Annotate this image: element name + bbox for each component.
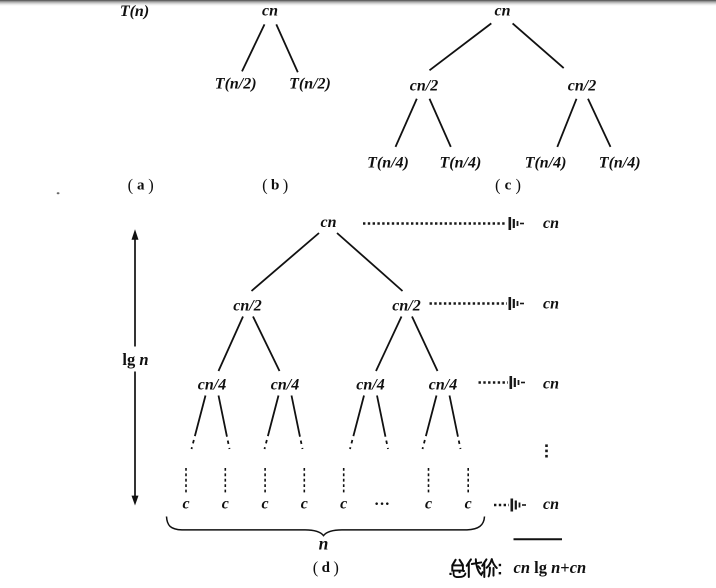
svg-text:c: c <box>425 496 432 513</box>
svg-text:c: c <box>505 178 512 194</box>
svg-text:cn: cn <box>543 376 559 393</box>
svg-text:cn/2: cn/2 <box>410 78 438 95</box>
svg-text:cn: cn <box>543 496 559 513</box>
svg-text:T(n/4): T(n/4) <box>525 155 567 172</box>
svg-text:T(n/4): T(n/4) <box>367 155 409 172</box>
svg-text:cn/2: cn/2 <box>568 78 596 95</box>
svg-text:cn/2: cn/2 <box>392 298 420 315</box>
svg-text:(: ( <box>128 176 134 195</box>
svg-text:cn/4: cn/4 <box>356 377 384 394</box>
svg-text:n: n <box>319 534 329 554</box>
svg-text:c: c <box>182 496 189 513</box>
svg-text:): ) <box>516 176 522 195</box>
svg-text:c: c <box>301 496 308 513</box>
svg-text:a: a <box>137 178 145 194</box>
svg-text:cn lg n+cn: cn lg n+cn <box>514 558 587 577</box>
svg-text:cn/4: cn/4 <box>198 377 226 394</box>
svg-text:): ) <box>333 558 339 577</box>
svg-text:(: ( <box>262 176 268 195</box>
svg-text:T(n/2): T(n/2) <box>289 76 331 93</box>
svg-text:): ) <box>283 176 289 195</box>
svg-text:T(n/4): T(n/4) <box>440 155 482 172</box>
svg-text:lg n: lg n <box>122 350 148 369</box>
svg-text:cn: cn <box>543 215 559 232</box>
svg-text:c: c <box>262 496 269 513</box>
svg-text:d: d <box>322 560 331 576</box>
svg-text:(: ( <box>495 176 501 195</box>
svg-text:T(n/4): T(n/4) <box>599 155 641 172</box>
svg-text:c: c <box>222 496 229 513</box>
svg-text:cn: cn <box>543 296 559 313</box>
svg-text:b: b <box>271 178 279 194</box>
svg-text:): ) <box>148 176 154 195</box>
svg-text:cn/4: cn/4 <box>429 377 457 394</box>
svg-text:cn/2: cn/2 <box>233 298 261 315</box>
svg-text:(: ( <box>313 558 319 577</box>
svg-text:···: ··· <box>374 496 390 513</box>
svg-text:cn/4: cn/4 <box>271 377 299 394</box>
svg-text:cn: cn <box>262 3 278 20</box>
svg-text:cn: cn <box>321 214 337 231</box>
svg-text:cn: cn <box>495 3 511 20</box>
svg-text:c: c <box>340 496 347 513</box>
svg-text:T(n): T(n) <box>120 3 149 20</box>
svg-text:c: c <box>465 496 472 513</box>
svg-text:T(n/2): T(n/2) <box>215 76 257 93</box>
